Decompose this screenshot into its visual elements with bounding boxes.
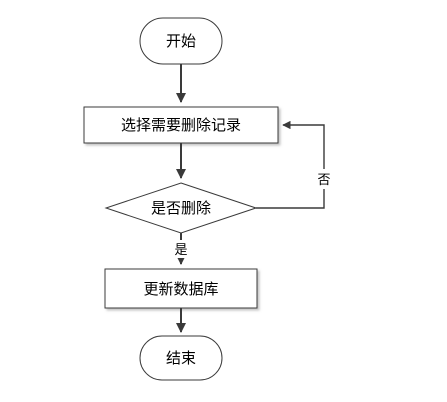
decision-label: 是否删除 <box>151 199 211 217</box>
yes-label: 是 <box>174 243 187 258</box>
end-node: 结束 <box>139 335 223 381</box>
end-label: 结束 <box>166 349 196 367</box>
no-label: 否 <box>317 173 330 188</box>
update-database-label: 更新数据库 <box>143 280 218 298</box>
select-record-label: 选择需要删除记录 <box>121 116 241 134</box>
update-database-node: 更新数据库 <box>104 268 258 309</box>
select-record-node: 选择需要删除记录 <box>83 106 279 144</box>
decision-node: 是否删除 <box>104 182 258 234</box>
no-label-bg <box>316 169 332 189</box>
edge-no-loop <box>256 120 325 209</box>
start-label: 开始 <box>166 32 196 50</box>
yes-label-bg <box>173 240 189 258</box>
start-node: 开始 <box>139 17 223 65</box>
